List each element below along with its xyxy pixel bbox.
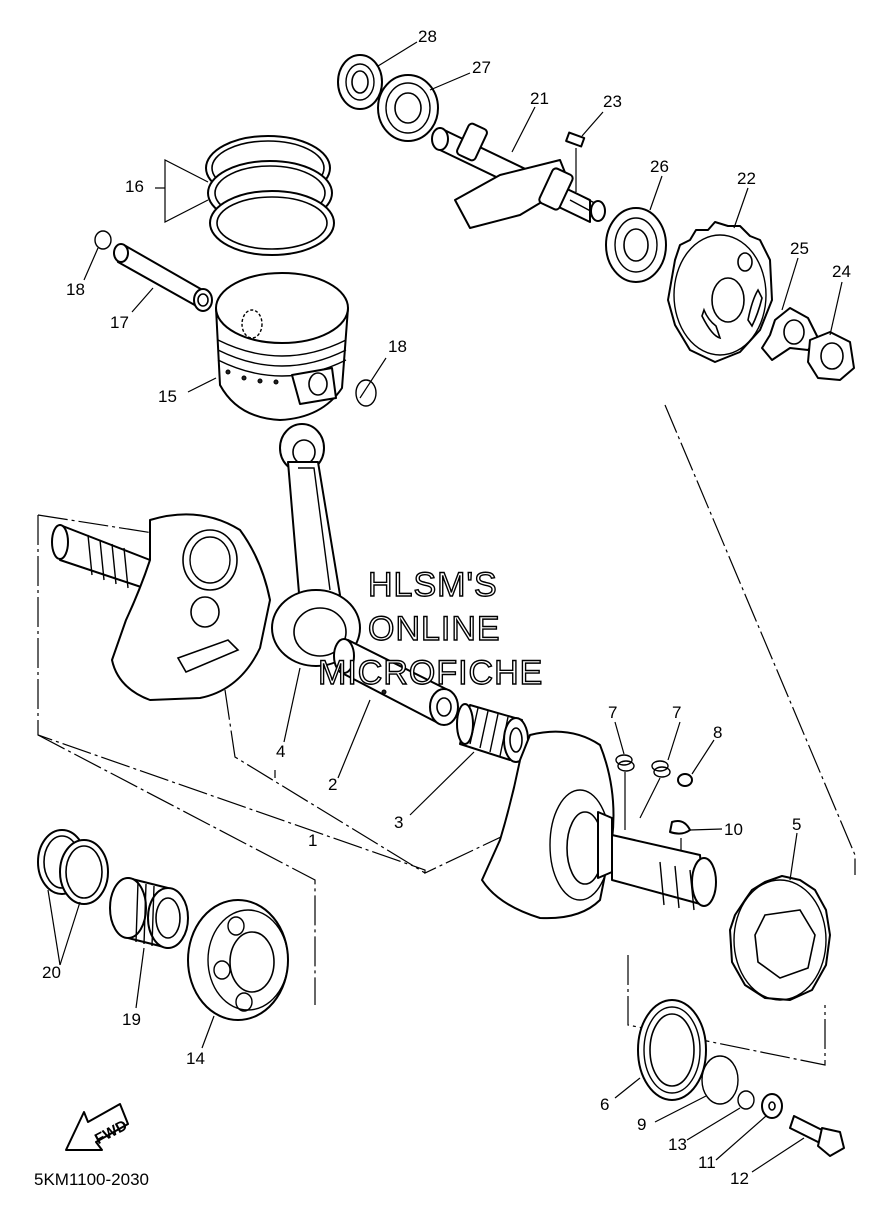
callout-17: 17	[110, 313, 129, 332]
watermark-line-1: HLSM'S	[368, 566, 498, 604]
callout-14: 14	[186, 1049, 205, 1068]
callout-18-right: 18	[388, 337, 407, 356]
callout-22: 22	[737, 169, 756, 188]
part-17-piston-pin[interactable]	[113, 243, 213, 312]
part-13-washer[interactable]	[737, 1090, 755, 1110]
callout-20: 20	[42, 963, 61, 982]
callout-8: 8	[713, 723, 722, 742]
part-25-lock-washer[interactable]	[761, 307, 819, 361]
part-5-primary-drive-gear[interactable]	[729, 875, 831, 1001]
part-1-crankshaft-right[interactable]	[481, 730, 717, 920]
part-7-spring-a[interactable]	[615, 754, 635, 772]
part-20-circlips[interactable]	[37, 829, 109, 905]
part-6-plate[interactable]	[637, 999, 707, 1101]
callout-23: 23	[603, 92, 622, 111]
callout-19: 19	[122, 1010, 141, 1029]
part-1-crankshaft-left[interactable]	[51, 513, 271, 701]
callout-5: 5	[792, 815, 801, 834]
part-21-balancer-shaft[interactable]	[431, 122, 606, 229]
callout-2: 2	[328, 775, 337, 794]
callout-numbers: 28 27 21 23 26 22 25 24 16 18 17 15 18 4…	[42, 27, 851, 1188]
callout-11: 11	[698, 1153, 716, 1172]
callout-18-left: 18	[66, 280, 85, 299]
callout-6: 6	[600, 1095, 609, 1114]
part-3-needle-bearing[interactable]	[456, 703, 529, 763]
callout-7-left: 7	[608, 703, 617, 722]
part-26-bearing[interactable]	[605, 207, 667, 283]
part-14-bearing[interactable]	[187, 899, 289, 1021]
part-18-circlip-left[interactable]	[94, 230, 112, 250]
part-7-spring-b[interactable]	[651, 760, 671, 778]
callout-3: 3	[394, 813, 403, 832]
callout-26: 26	[650, 157, 669, 176]
assembly-outline-lines	[37, 404, 856, 1066]
part-16-piston-rings[interactable]	[205, 135, 335, 256]
callout-7-right: 7	[672, 703, 681, 722]
diagram-code: 5KM1100-2030	[34, 1170, 149, 1189]
callout-4: 4	[276, 742, 285, 761]
part-15-piston[interactable]	[215, 272, 349, 421]
callout-24: 24	[832, 262, 851, 281]
leader-lines	[47, 41, 843, 1173]
part-18-circlip-right[interactable]	[355, 379, 377, 407]
callout-13: 13	[668, 1135, 687, 1154]
callout-12: 12	[730, 1169, 749, 1188]
part-19-spacer[interactable]	[109, 877, 189, 949]
part-22-balancer-gear[interactable]	[667, 221, 773, 363]
watermark-line-2: ONLINE	[368, 610, 501, 648]
part-8-pin[interactable]	[677, 773, 693, 787]
part-10-woodruff-key[interactable]	[669, 820, 691, 835]
watermark-line-3: MICROFICHE	[318, 654, 543, 692]
callout-25: 25	[790, 239, 809, 258]
part-28-oil-seal[interactable]	[337, 54, 383, 110]
callout-21: 21	[530, 89, 549, 108]
watermark: HLSM'S ONLINE MICROFICHE	[317, 565, 543, 692]
callout-1: 1	[308, 831, 317, 850]
part-27-bearing[interactable]	[377, 74, 439, 142]
part-11-washer[interactable]	[761, 1093, 783, 1119]
part-23-key[interactable]	[565, 131, 586, 148]
part-9-circlip[interactable]	[701, 1055, 739, 1105]
part-12-bolt[interactable]	[789, 1115, 845, 1157]
callout-15: 15	[158, 387, 177, 406]
callout-27: 27	[472, 58, 491, 77]
callout-28: 28	[418, 27, 437, 46]
part-2-crank-pin[interactable]	[333, 638, 459, 726]
part-4-connecting-rod[interactable]	[271, 423, 361, 667]
callout-10: 10	[724, 820, 743, 839]
callout-16: 16	[125, 177, 144, 196]
callout-9: 9	[637, 1115, 646, 1134]
fwd-arrow-icon: FWD	[65, 1103, 130, 1151]
part-24-nut[interactable]	[807, 331, 855, 381]
